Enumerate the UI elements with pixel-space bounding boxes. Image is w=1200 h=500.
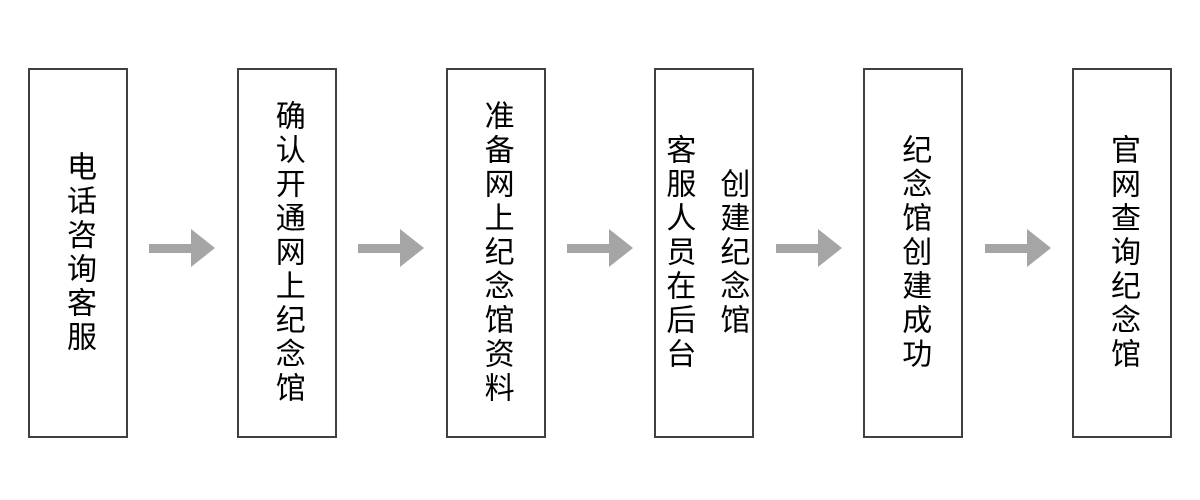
flow-step-4-label: 客服人员在后台 创建纪念馆 xyxy=(661,134,749,372)
arrow-head xyxy=(1026,229,1051,267)
flowchart-row: 电话咨询客服 确认开通网上纪念馆 准备网上纪念馆资料 客服人员在后台 创建纪念馆 xyxy=(0,68,1200,438)
flow-step-5: 纪念馆创建成功 xyxy=(863,68,964,438)
arrow-shaft xyxy=(566,243,609,253)
arrow-right-icon xyxy=(546,63,655,433)
flow-step-5-label: 纪念馆创建成功 xyxy=(897,134,931,372)
flow-step-4: 客服人员在后台 创建纪念馆 xyxy=(654,68,755,438)
flow-step-2: 确认开通网上纪念馆 xyxy=(236,68,337,438)
arrow-right-icon xyxy=(337,63,446,433)
arrow-shaft xyxy=(149,243,192,253)
flow-step-6: 官网查询纪念馆 xyxy=(1071,68,1172,438)
arrow-shaft xyxy=(358,243,401,253)
arrow-right-icon xyxy=(963,63,1072,433)
flow-step-6-label: 官网查询纪念馆 xyxy=(1105,134,1139,372)
flow-step-1: 电话咨询客服 xyxy=(28,68,128,438)
arrow-head xyxy=(191,229,216,267)
flow-step-1-label: 电话咨询客服 xyxy=(62,151,95,355)
flow-step-2-label: 确认开通网上纪念馆 xyxy=(270,100,304,406)
arrow-shaft xyxy=(984,243,1027,253)
flow-step-3: 准备网上纪念馆资料 xyxy=(445,68,546,438)
arrow-head xyxy=(817,229,842,267)
arrow-right-icon xyxy=(754,63,863,433)
arrow-shaft xyxy=(775,243,818,253)
flow-step-3-label: 准备网上纪念馆资料 xyxy=(479,100,513,406)
arrow-head xyxy=(400,229,425,267)
arrow-head xyxy=(608,229,633,267)
arrow-right-icon xyxy=(128,63,237,433)
